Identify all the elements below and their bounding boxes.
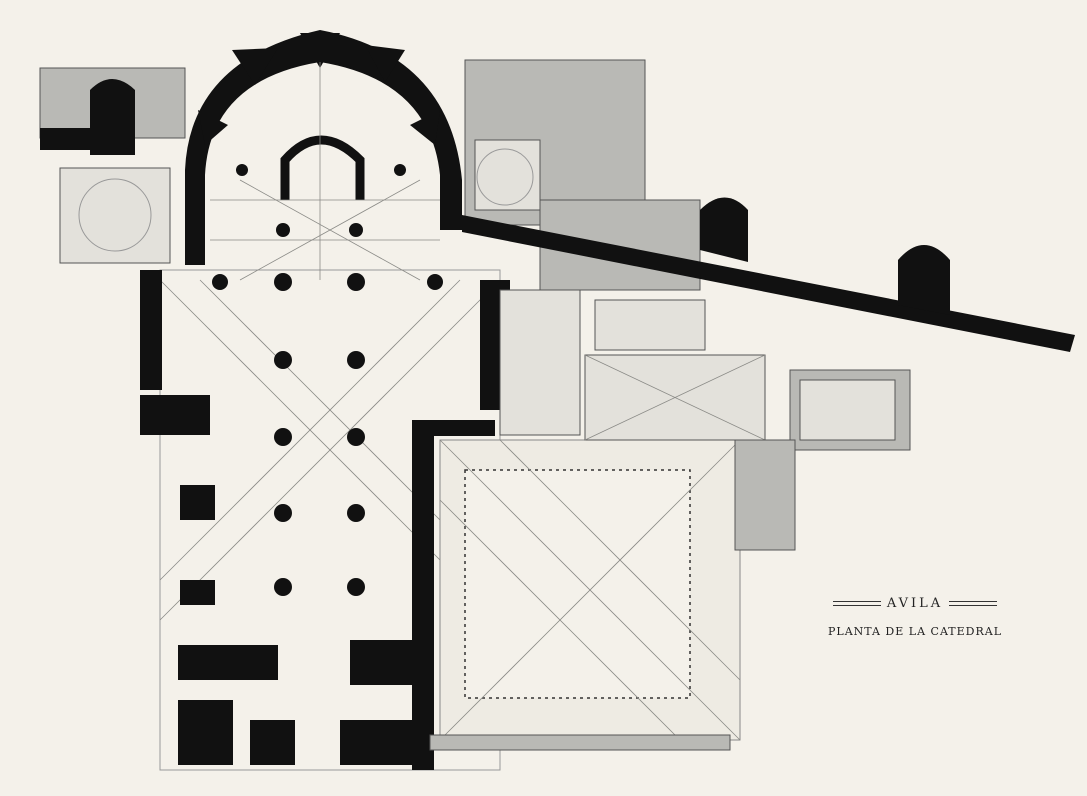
north-east-annexes [464, 59, 706, 351]
apse-chapels [198, 33, 440, 145]
capilla-mayor-wall [280, 135, 365, 200]
nave-piers [212, 164, 443, 596]
caption-rule-right [949, 601, 998, 606]
cloister [439, 439, 741, 741]
plan-caption: AVILA PLANTA DE LA CATEDRAL [800, 596, 1030, 638]
city-wall [462, 215, 1075, 352]
wall-tower-2 [898, 245, 950, 315]
caption-rule-left [832, 601, 881, 606]
caption-subtitle: PLANTA DE LA CATEDRAL [827, 625, 1003, 638]
caption-city-text: AVILA [886, 596, 944, 611]
east-chapter-rooms [499, 289, 911, 551]
apse-outer-wall [185, 30, 462, 265]
wall-tower-1 [700, 197, 748, 262]
south-wall [429, 734, 731, 751]
caption-city: AVILA [800, 596, 1030, 611]
north-west-chapel [39, 67, 186, 264]
